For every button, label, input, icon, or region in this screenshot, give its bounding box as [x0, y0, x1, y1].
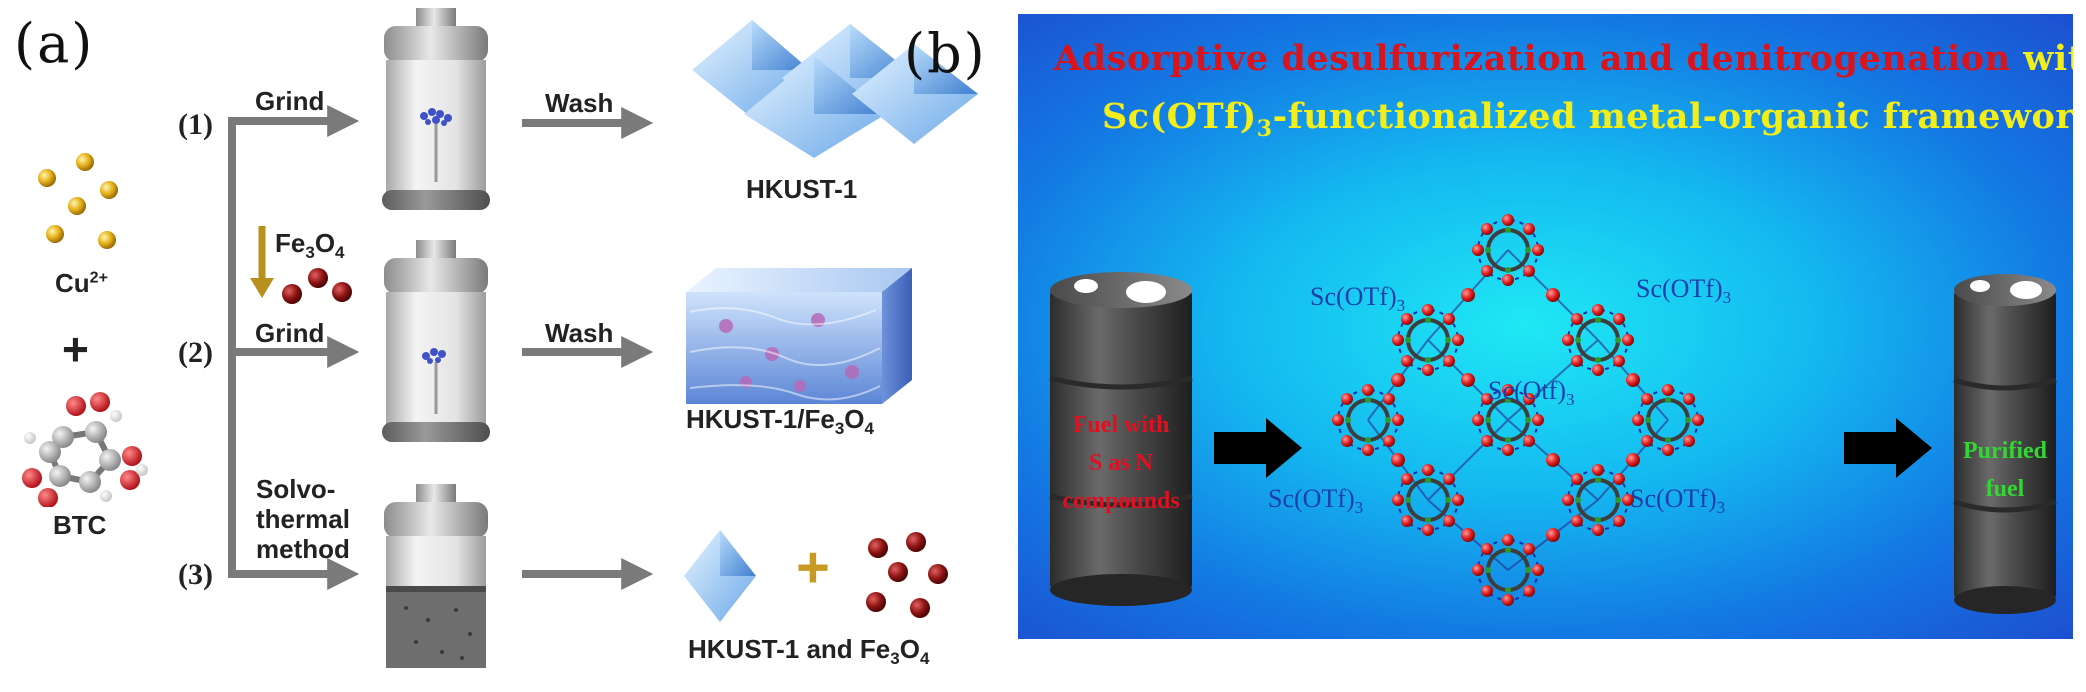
- panel-b-title-line1: Adsorptive desulfurization and denitroge…: [1054, 38, 2073, 79]
- grind-label-1: Grind: [255, 86, 325, 116]
- hkust1-and-fe3o4-label: HKUST-1 and Fe3O4: [688, 634, 930, 669]
- fe3o4-additive-label: Fe3O4: [275, 228, 345, 263]
- hkust1-label: HKUST-1: [746, 174, 858, 204]
- hkust1-fe3o4-composite-icon: [686, 268, 912, 404]
- right-barrel-text: Purified fuel: [1963, 438, 2047, 502]
- fe3o4-add-arrowhead: [250, 278, 274, 298]
- solvothermal-label: Solvo- thermal method: [256, 474, 350, 564]
- panel-b-label: (b): [904, 22, 987, 85]
- wash-label-2: Wash: [545, 318, 614, 348]
- right-fuel-barrel: [1953, 274, 2057, 614]
- arrow-to-purified: [1844, 418, 1932, 478]
- mof-label-bottom-right: Sc(OTf)3: [1630, 484, 1726, 518]
- fe3o4-particles-product-icon: [866, 532, 948, 618]
- solvothermal-jar: [384, 484, 488, 668]
- fe3o4-particles-icon: [282, 268, 352, 304]
- left-barrel-text: Fuel with S as N compounds: [1062, 412, 1180, 514]
- left-fuel-barrel: [1049, 272, 1193, 606]
- route-3-plus: +: [796, 535, 830, 600]
- arrow-to-mof: [1214, 418, 1302, 478]
- wash-label-1: Wash: [545, 88, 614, 118]
- cu-ions-icon: [38, 153, 118, 249]
- route-3-number: (3): [178, 558, 213, 591]
- hkust1-fe3o4-label: HKUST-1/Fe3O4: [686, 404, 874, 439]
- cu-label: Cu2+: [55, 268, 108, 298]
- panel-a-label: (a): [14, 12, 95, 75]
- panel-b-graphic: Adsorptive desulfurization and denitroge…: [1018, 14, 2073, 639]
- mof-label-bottom-left: Sc(OTf)3: [1268, 484, 1364, 518]
- btc-label: BTC: [53, 510, 107, 540]
- grind-label-2: Grind: [255, 318, 325, 348]
- hkust1-octahedron-icon: [684, 530, 756, 622]
- mof-label-center: Sc(Otf)3: [1488, 376, 1575, 410]
- panel-a-arrows: [228, 105, 654, 590]
- grinding-jar-1: [382, 8, 490, 210]
- hkust1-crystals-icon: [692, 20, 978, 158]
- route-1-number: (1): [178, 108, 213, 141]
- mof-label-top-right: Sc(OTf)3: [1636, 274, 1732, 308]
- panel-b-title-line2: Sc(OTf)3-functionalized metal-organic fr…: [1102, 96, 2073, 142]
- reagents-plus: +: [62, 323, 89, 375]
- btc-molecule-icon: [22, 392, 148, 507]
- grinding-jar-2: [382, 240, 490, 442]
- mof-framework-structure: [1330, 212, 1706, 608]
- route-2-number: (2): [178, 336, 213, 369]
- mof-label-top-left: Sc(OTf)3: [1310, 282, 1406, 316]
